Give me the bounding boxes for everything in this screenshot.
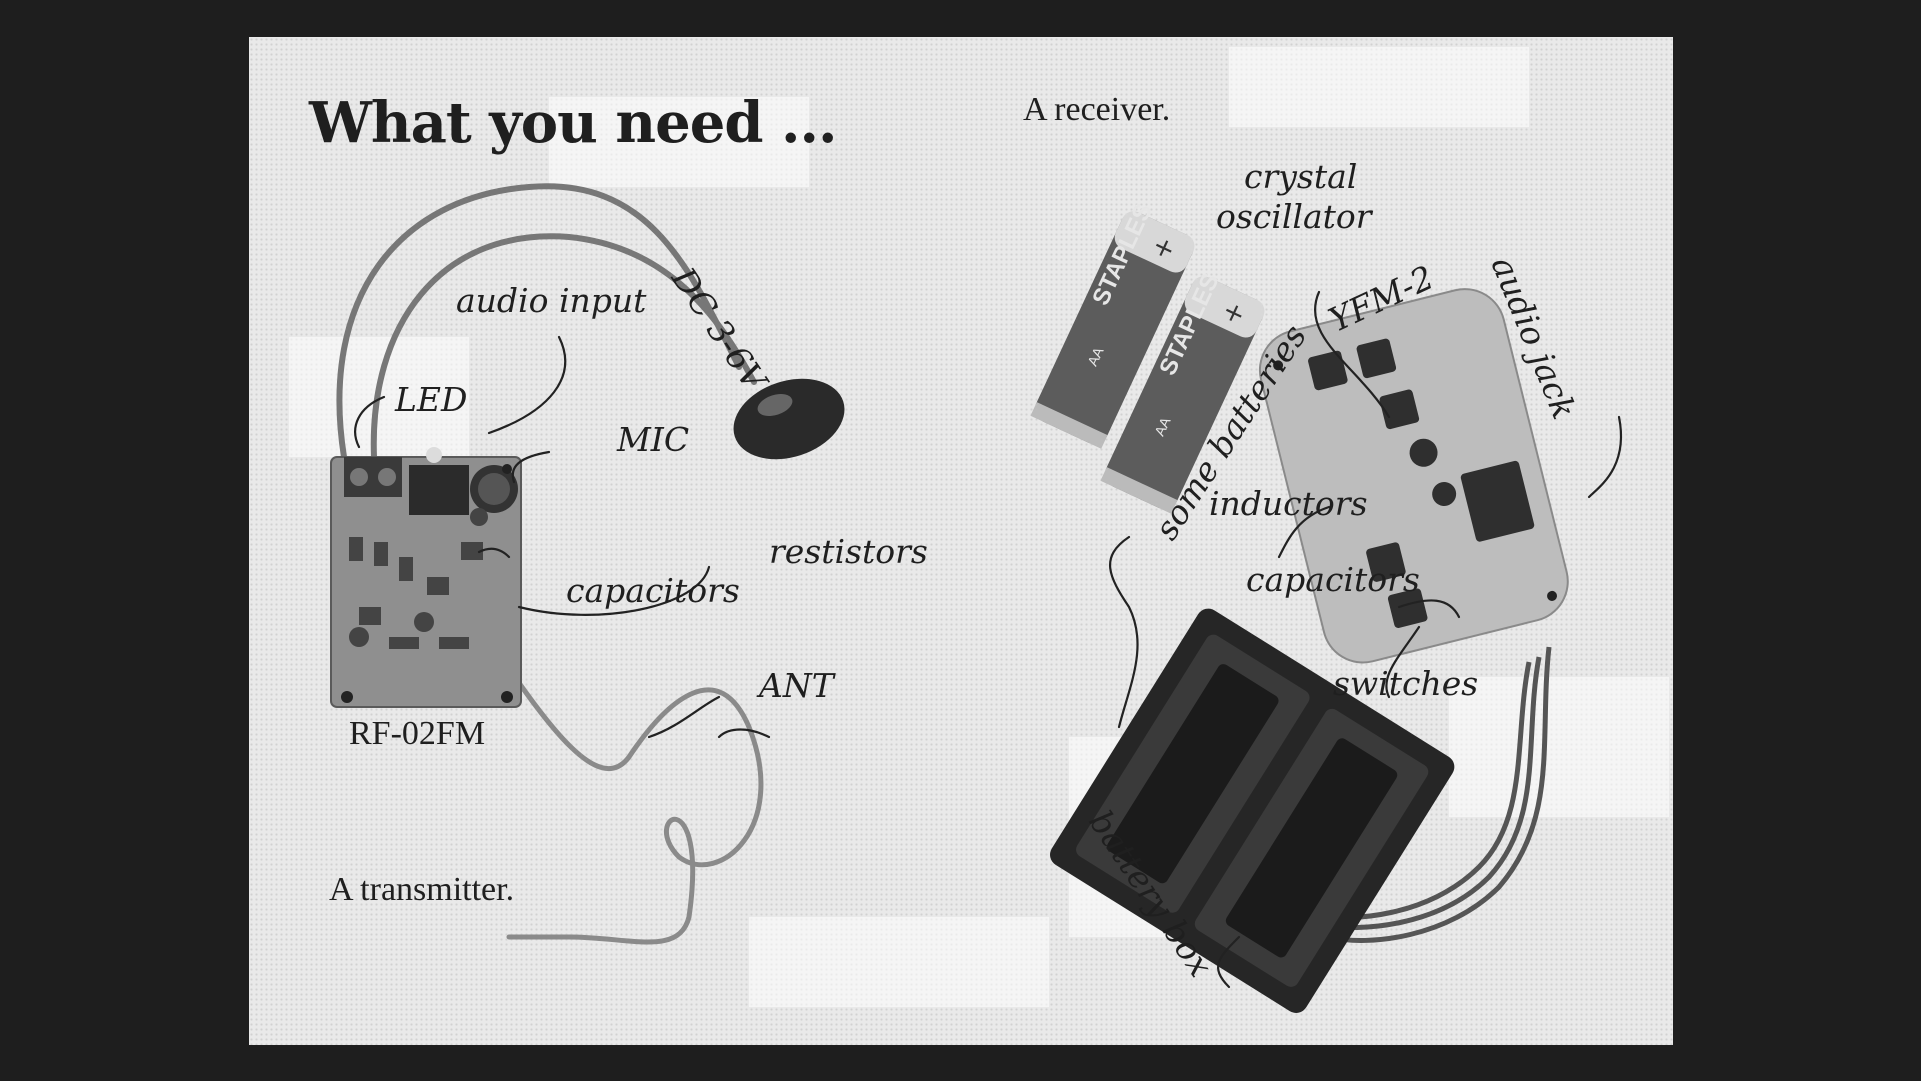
paper-patch: [1449, 677, 1669, 817]
label-mic: MIC: [617, 420, 690, 459]
label-crystal-line2: oscillator: [1216, 197, 1372, 236]
dc-plug: [733, 378, 845, 460]
label-inductors: inductors: [1209, 484, 1368, 523]
power-wires: [336, 183, 757, 460]
paper-patch: [1229, 47, 1529, 127]
label-capacitors-receiver: capacitors: [1246, 560, 1420, 599]
zine-page: + +: [249, 37, 1673, 1045]
aa-battery-1: +: [1030, 211, 1195, 449]
transmitter-model: RF-02FM: [349, 715, 486, 752]
label-crystal-line1: crystal: [1244, 157, 1358, 196]
label-resistors: restistors: [769, 532, 928, 571]
aa-battery-2: +: [1100, 276, 1265, 514]
illustration: + +: [330, 183, 1622, 1013]
receiver-caption: A receiver.: [1023, 91, 1171, 128]
label-ant: ANT: [759, 666, 834, 705]
label-capacitors-transmitter: capacitors: [566, 571, 740, 610]
paper-patch: [549, 97, 809, 187]
transmitter-board: [330, 447, 522, 708]
antenna-wire: [491, 644, 764, 945]
paper-patch: [749, 917, 1049, 1007]
battery-box: [1050, 608, 1455, 1013]
receiver-board: [1258, 288, 1569, 664]
label-switches: switches: [1333, 664, 1479, 703]
label-led: LED: [395, 380, 468, 419]
page-title: What you need ...: [309, 90, 837, 156]
leader-lines: [354, 290, 1622, 989]
label-audio-input: audio input: [456, 281, 647, 320]
transmitter-caption: A transmitter.: [329, 871, 515, 908]
